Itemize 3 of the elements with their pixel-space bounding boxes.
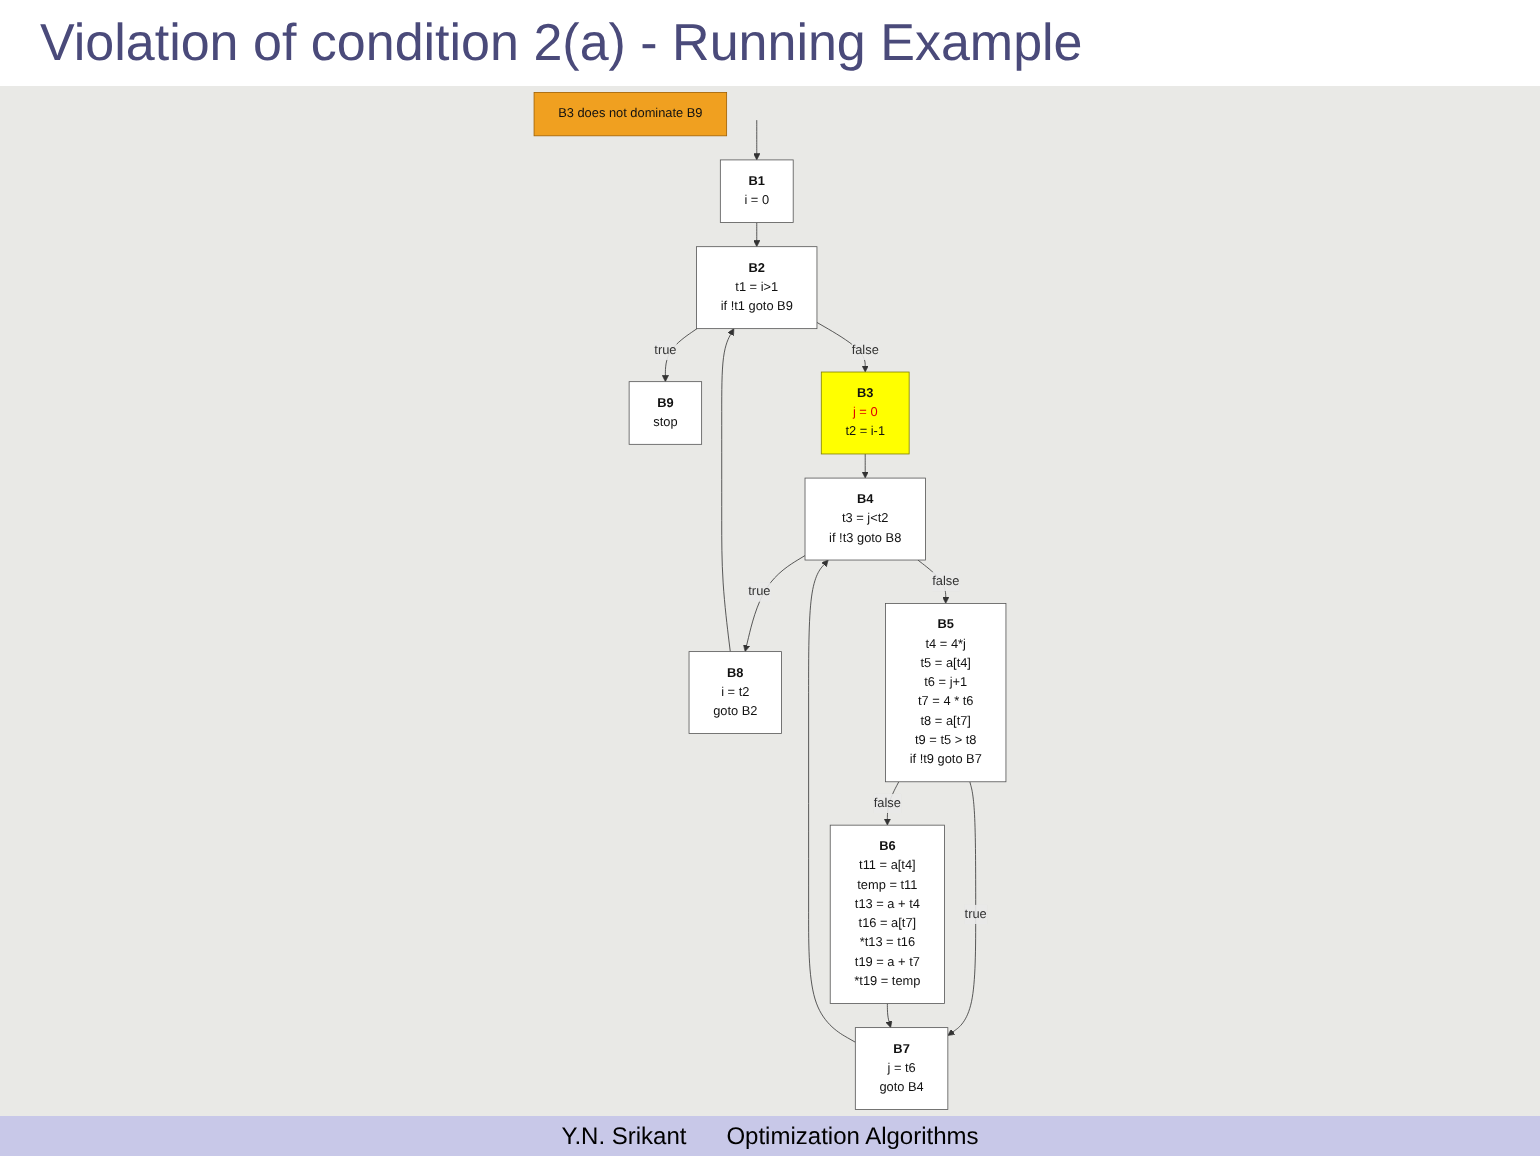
footer-text: Optimization Algorithms — [726, 1122, 979, 1150]
slide-title: Violation of condition 2(a) - Running Example — [0, 0, 1540, 86]
footer-text: Y.N. Srikant — [561, 1122, 687, 1150]
